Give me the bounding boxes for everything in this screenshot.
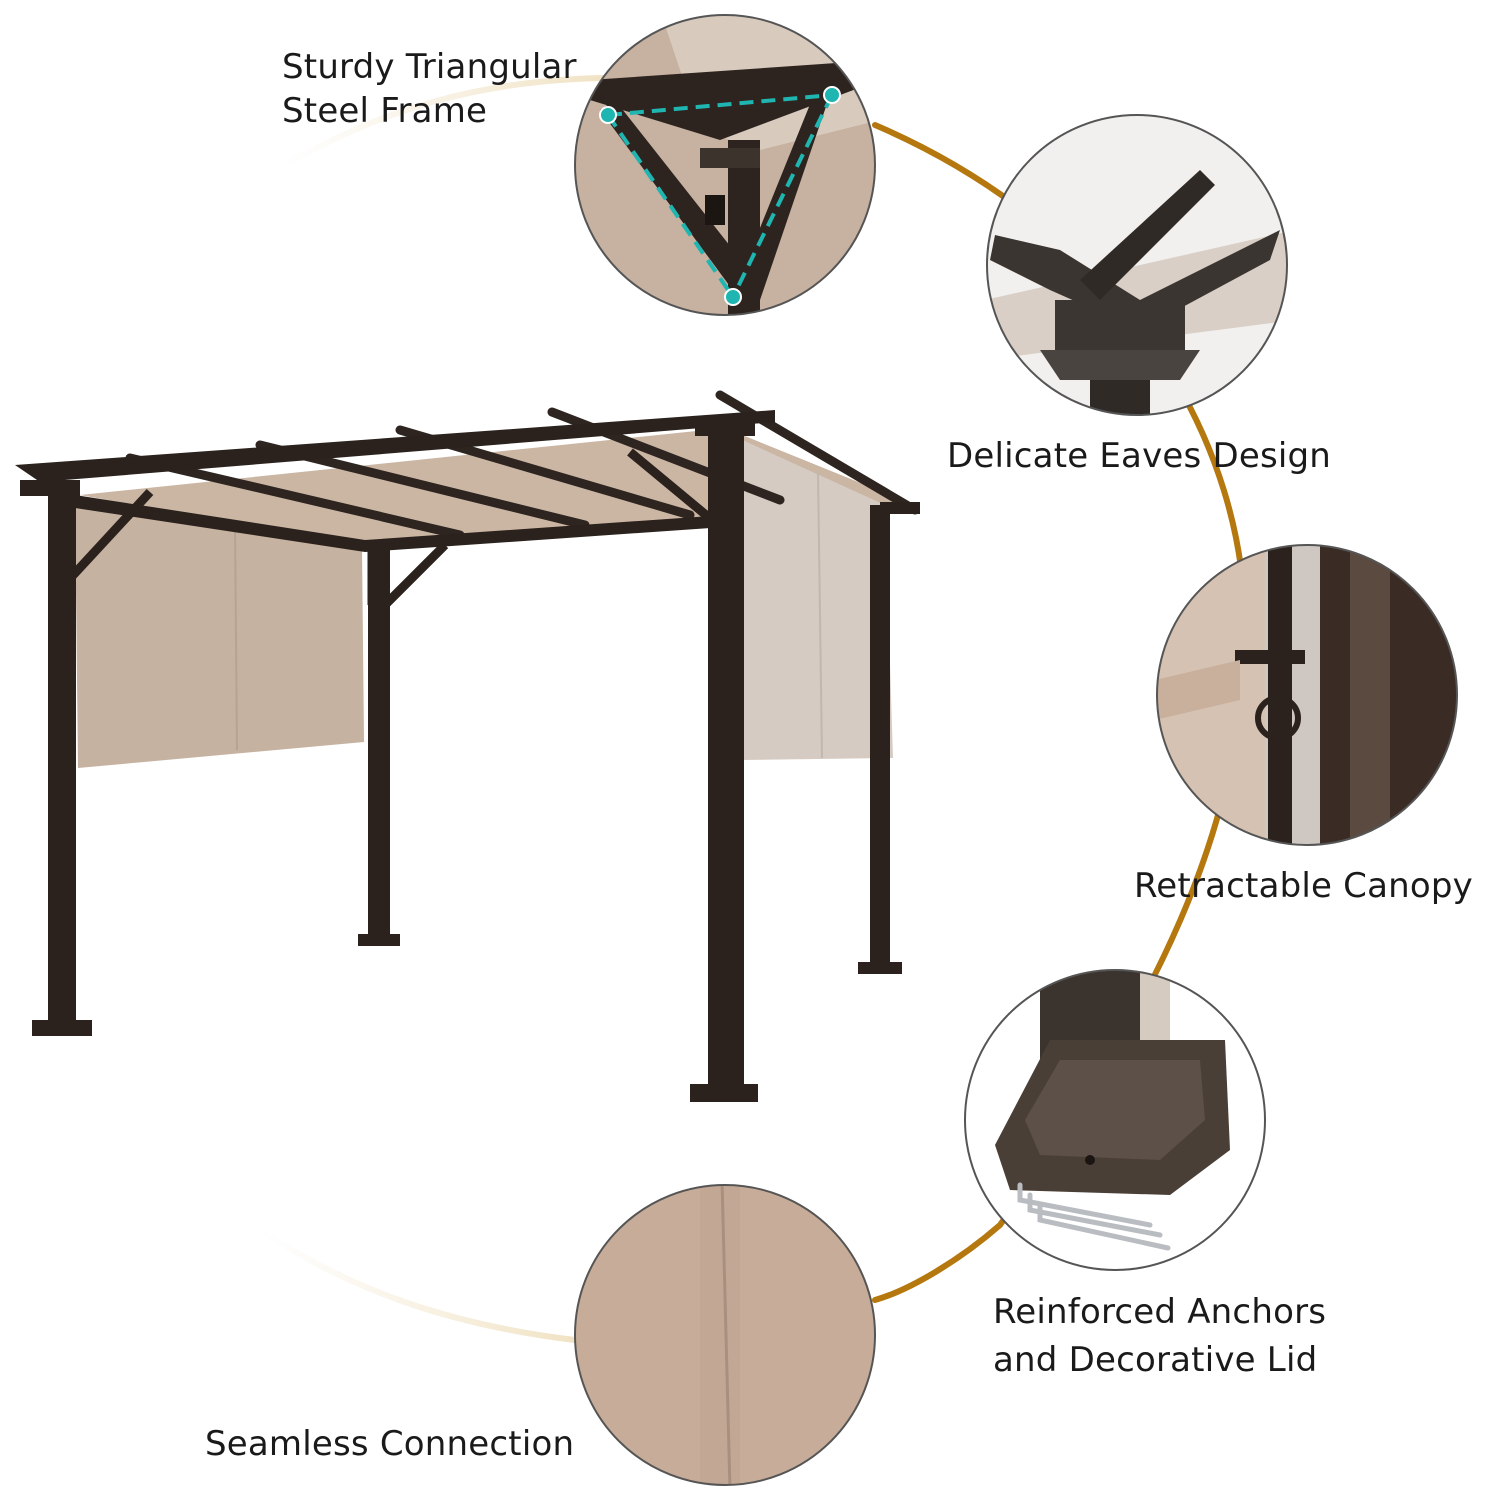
detail-retractable-canopy [1156, 544, 1458, 846]
faint-arc-top [283, 75, 606, 168]
detail-seamless-connection [574, 1184, 876, 1486]
label-line: Delicate Eaves Design [947, 436, 1332, 476]
label-eaves-design: Delicate Eaves Design [947, 434, 1331, 478]
label-reinforced-anchors: Reinforced Anchors and Decorative Lid [993, 1288, 1326, 1384]
pergola-illustration [15, 390, 920, 1102]
label-triangular-frame: Sturdy Triangular Steel Frame [282, 45, 577, 133]
detail-eaves [986, 114, 1288, 416]
label-seamless-connection: Seamless Connection [205, 1422, 574, 1466]
detail-triangular-frame [574, 14, 876, 316]
label-line: Sturdy Triangular [282, 47, 577, 87]
detail-reinforced-anchors [964, 969, 1266, 1271]
label-line: Seamless Connection [205, 1424, 575, 1464]
faint-arc-bottom [258, 1227, 576, 1343]
label-line: Steel Frame [282, 91, 488, 131]
label-line: and Decorative Lid [993, 1340, 1318, 1380]
label-retractable-canopy: Retractable Canopy [1134, 864, 1473, 908]
label-line: Reinforced Anchors [993, 1292, 1327, 1332]
label-line: Retractable Canopy [1134, 866, 1474, 906]
